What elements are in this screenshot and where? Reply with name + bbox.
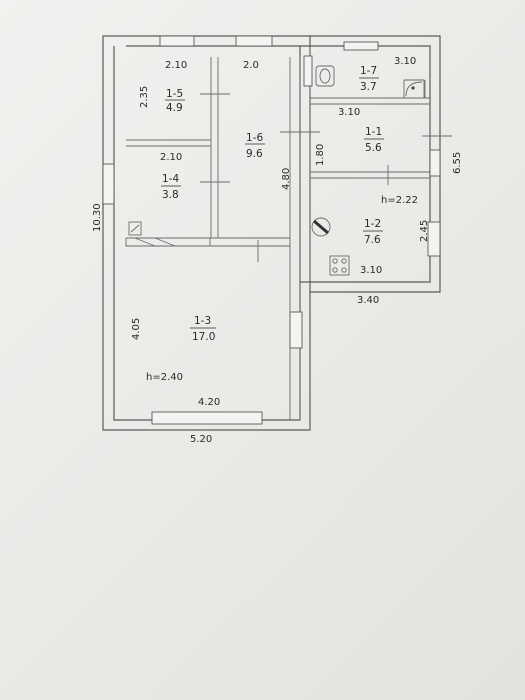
dim-r15-width: 2.10 bbox=[165, 60, 187, 71]
window-right-1-3 bbox=[289, 311, 303, 349]
dimension-labels: 2.10 2.0 2.35 2.10 4.80 4.05 4.20 3.10 3… bbox=[92, 56, 463, 445]
window-top-annex bbox=[343, 41, 379, 51]
dim-outer-width-extension: 3.40 bbox=[357, 295, 379, 306]
dim-r12-height: 2.45 bbox=[419, 220, 430, 242]
dim-r11-height: 1.80 bbox=[315, 144, 326, 166]
stove-strip bbox=[125, 237, 211, 247]
window-annex-right-1-1 bbox=[429, 149, 441, 177]
room-1-2-id: 1-2 bbox=[364, 218, 381, 230]
window-left-1-4 bbox=[102, 163, 115, 205]
room-1-1-area: 5.6 bbox=[365, 142, 382, 154]
cooktop-icon bbox=[329, 255, 350, 276]
window-annex-upper-left bbox=[303, 55, 313, 87]
room-1-2-area: 7.6 bbox=[364, 234, 381, 246]
dim-outer-height-right: 6.55 bbox=[452, 152, 463, 174]
ceiling-height-annex: h=2.22 bbox=[381, 195, 418, 206]
dim-r11-width: 3.10 bbox=[338, 107, 360, 118]
dim-r13-height: 4.05 bbox=[131, 318, 142, 340]
windows bbox=[102, 35, 441, 425]
room-1-4-id: 1-4 bbox=[162, 173, 179, 185]
shower-icon bbox=[403, 79, 425, 99]
ceiling-height-main: h=2.40 bbox=[146, 372, 183, 383]
room-1-5-id: 1-5 bbox=[166, 88, 183, 100]
dim-outer-width-bottom: 5.20 bbox=[190, 434, 212, 445]
room-1-5-area: 4.9 bbox=[166, 102, 183, 114]
toilet-icon bbox=[315, 65, 335, 87]
stove-icon bbox=[128, 221, 142, 236]
dim-r16-width: 2.0 bbox=[243, 60, 259, 71]
dim-r12-width: 3.10 bbox=[360, 265, 382, 276]
room-1-7-id: 1-7 bbox=[360, 65, 377, 77]
boiler-icon bbox=[311, 217, 331, 237]
window-top-left bbox=[159, 35, 195, 47]
room-labels: 1-5 4.9 1-6 9.6 1-4 3.8 1-3 17.0 1-7 3.7… bbox=[161, 65, 384, 343]
room-1-4-area: 3.8 bbox=[162, 189, 179, 201]
dim-r13-width: 4.20 bbox=[198, 397, 220, 408]
room-1-6-area: 9.6 bbox=[246, 148, 263, 160]
dim-r15-height: 2.35 bbox=[139, 86, 150, 108]
window-bottom-1-3 bbox=[151, 411, 263, 425]
dim-r16-height: 4.80 bbox=[281, 168, 292, 190]
dim-r14-width: 2.10 bbox=[160, 152, 182, 163]
window-annex-right-1-2 bbox=[427, 221, 441, 257]
dim-outer-height-left: 10.30 bbox=[92, 203, 103, 232]
room-1-7-area: 3.7 bbox=[360, 81, 377, 93]
fixtures bbox=[125, 65, 425, 276]
dim-r17-width: 3.10 bbox=[394, 56, 416, 67]
room-1-3-area: 17.0 bbox=[192, 331, 215, 343]
room-1-1-id: 1-1 bbox=[365, 126, 382, 138]
window-top-mid bbox=[235, 35, 273, 47]
room-1-6-id: 1-6 bbox=[246, 132, 263, 144]
room-1-3-id: 1-3 bbox=[194, 315, 211, 327]
outer-walls bbox=[102, 35, 441, 431]
